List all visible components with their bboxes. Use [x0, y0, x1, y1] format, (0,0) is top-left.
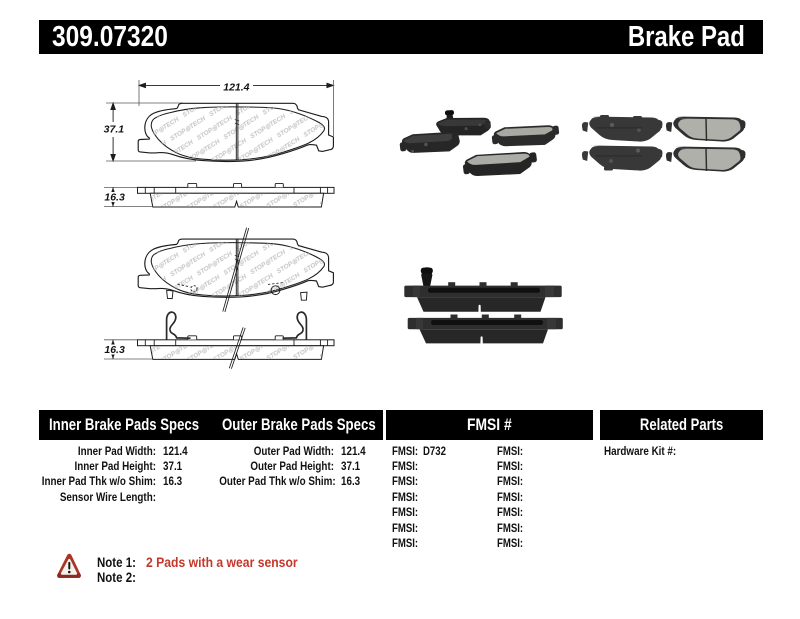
svg-text:37.1: 37.1 [104, 123, 125, 135]
svg-text:16.3: 16.3 [104, 344, 125, 356]
svg-text:121.4: 121.4 [223, 82, 249, 94]
svg-text:16.3: 16.3 [104, 191, 125, 203]
